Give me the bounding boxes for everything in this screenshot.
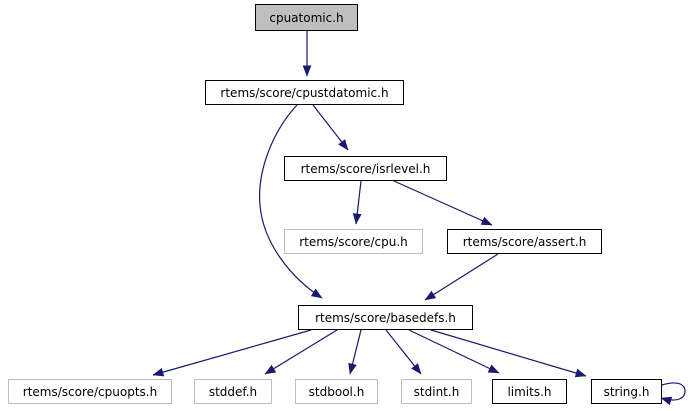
edge-string-self-loop — [660, 382, 686, 406]
node-rtems-score-cpu-h: rtems/score/cpu.h — [284, 229, 423, 254]
node-rtems-score-cpuopts-h: rtems/score/cpuopts.h — [8, 379, 172, 404]
edge-assert-to-basedefs — [424, 253, 499, 301]
node-rtems-score-cpustdatomic-h[interactable]: rtems/score/cpustdatomic.h — [205, 80, 404, 105]
node-limits-h[interactable]: limits.h — [492, 379, 567, 404]
node-stdint-h: stdint.h — [401, 379, 472, 404]
edge-cpustdatomic-to-basedefs — [259, 104, 323, 299]
node-string-h[interactable]: string.h — [591, 379, 662, 404]
edge-basedefs-to-stdbool — [348, 329, 362, 375]
node-rtems-score-basedefs-h[interactable]: rtems/score/basedefs.h — [298, 305, 473, 330]
edge-cpustdatomic-to-isrlevel — [312, 104, 349, 151]
edge-isrlevel-to-assert — [393, 180, 493, 226]
edge-basedefs-to-cpuopts — [152, 329, 312, 377]
node-stddef-h: stddef.h — [194, 379, 272, 404]
node-cpuatomic-h: cpuatomic.h — [255, 4, 358, 31]
node-rtems-score-assert-h[interactable]: rtems/score/assert.h — [447, 229, 602, 254]
edge-basedefs-to-stddef — [264, 329, 338, 375]
node-rtems-score-isrlevel-h[interactable]: rtems/score/isrlevel.h — [284, 156, 447, 181]
edge-isrlevel-to-cpu — [352, 180, 362, 225]
edge-basedefs-to-string — [430, 329, 587, 378]
node-stdbool-h: stdbool.h — [295, 379, 378, 404]
edge-basedefs-to-limits — [408, 329, 500, 374]
edge-basedefs-to-stdint — [385, 329, 422, 375]
